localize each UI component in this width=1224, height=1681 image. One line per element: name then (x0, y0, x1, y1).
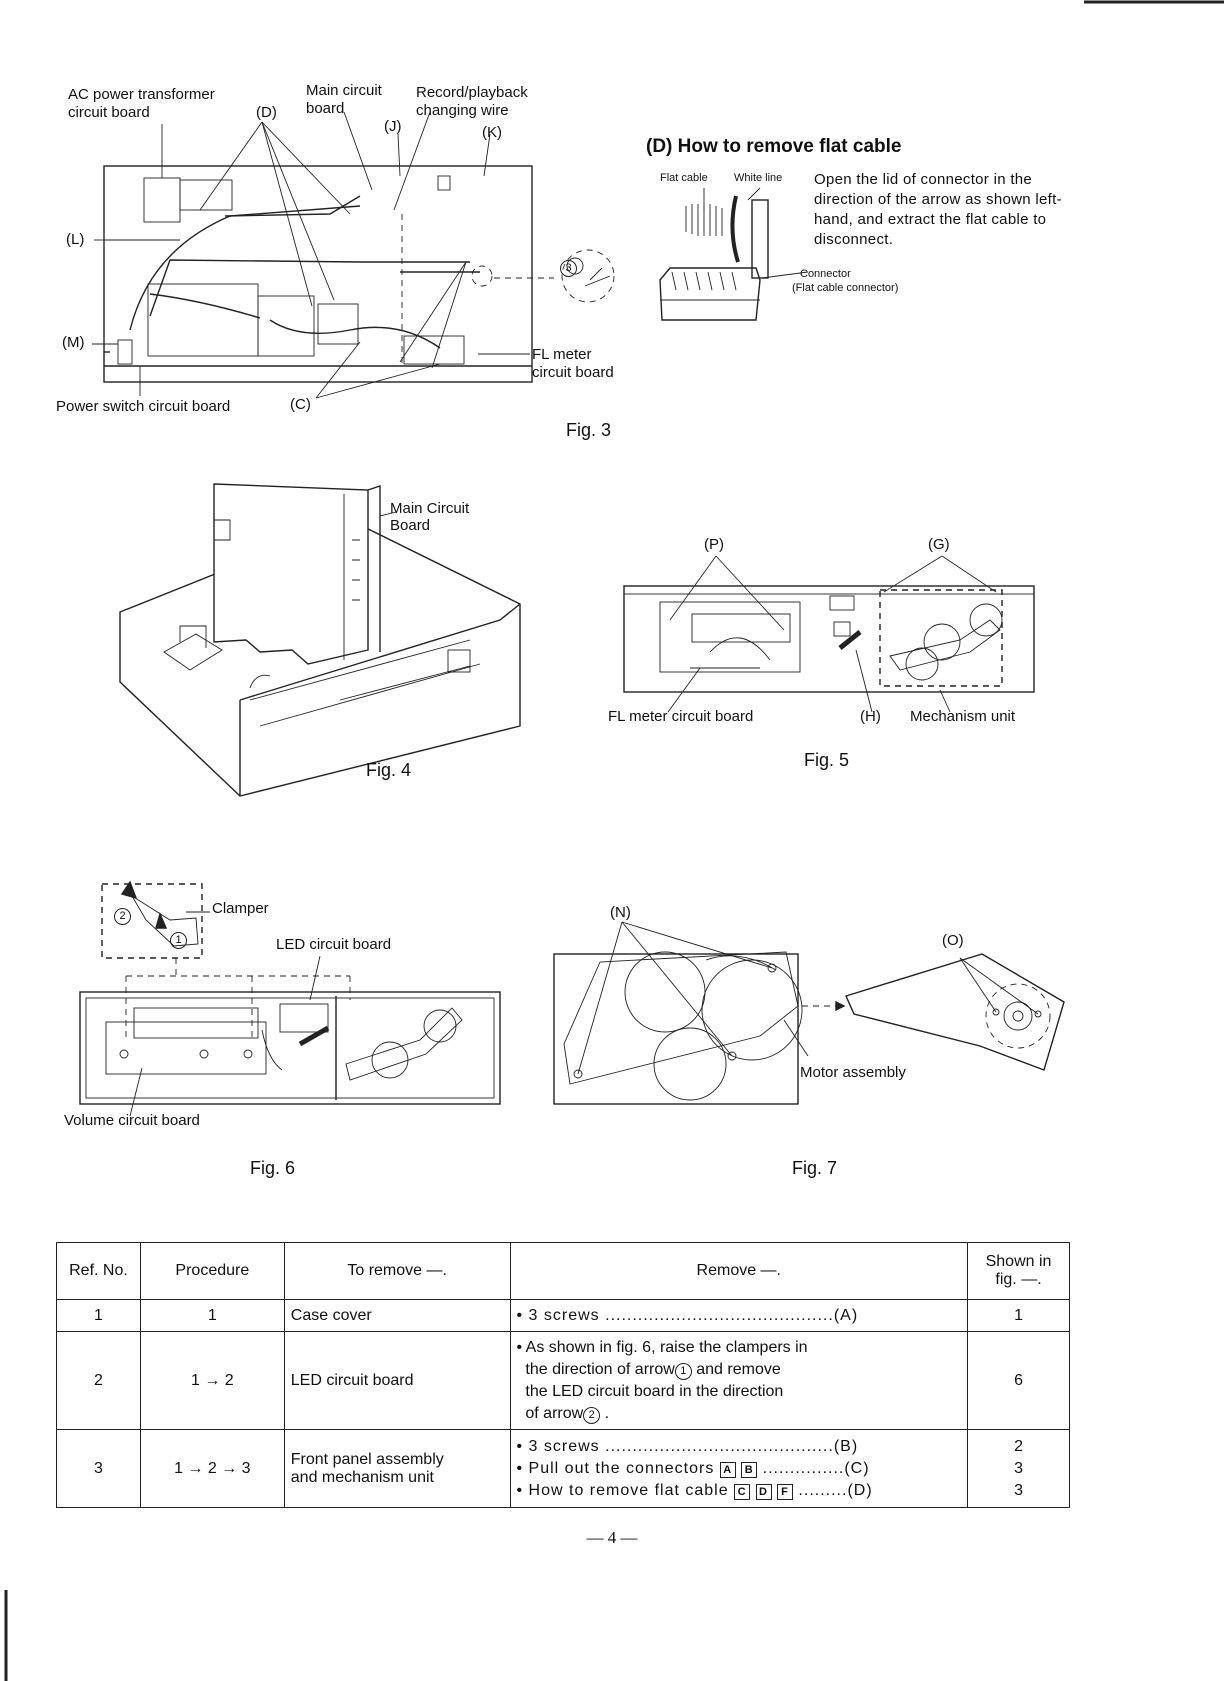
fig3-label-d: (D) (256, 104, 277, 121)
header-remove: Remove —. (509, 1242, 969, 1300)
fig3-caption: Fig. 3 (566, 420, 612, 440)
fig5-label-h: (H) (860, 708, 881, 725)
fig4-unit-drawing (119, 483, 521, 797)
table-row: 2 1 → 2 LED circuit board • As shown in … (56, 1331, 1070, 1430)
row2-remove: • As shown in fig. 6, raise the clampers… (509, 1331, 969, 1430)
row2-ref: 2 (56, 1331, 141, 1430)
fig3-label-ac-transformer: AC power transformer (68, 86, 215, 103)
fig3-label-three: 3 (560, 258, 577, 277)
fig3-label-c: (C) (290, 396, 311, 413)
header-to-remove: To remove —. (283, 1242, 511, 1300)
row1-fig: 1 (967, 1299, 1070, 1332)
fig5-caption: Fig. 5 (804, 750, 850, 770)
fig3-label-record-wire-2: changing wire (416, 102, 509, 119)
fig3-label-record-wire: Record/playback (416, 84, 528, 101)
row1-proc: 1 (139, 1299, 285, 1332)
fig3-label-main-board: Main circuit (306, 82, 382, 99)
fig3-chassis-drawing (92, 111, 615, 399)
header-procedure: Procedure (139, 1242, 285, 1300)
flat-cable-instruction: Open the lid of connector in the directi… (814, 171, 1062, 248)
flat-cable-label: Flat cable (660, 172, 708, 184)
fig3-label-fl-meter: FL meter (532, 346, 592, 363)
fig4-label-main-board-2: Board (390, 517, 431, 534)
fig3-label-power-switch: Power switch circuit board (56, 398, 231, 415)
row3-proc: 1 → 2 → 3 (139, 1429, 285, 1508)
fig5-label-g: (G) (928, 536, 950, 553)
row1-to-remove: Case cover (283, 1299, 511, 1332)
fig7-unit-drawing (553, 921, 1065, 1105)
row2-to-remove: LED circuit board (283, 1331, 511, 1430)
fig4-label-main-board: Main Circuit (390, 500, 470, 517)
row1-ref: 1 (56, 1299, 141, 1332)
fig7-label-o: (O) (942, 932, 964, 949)
fig3-label-l: (L) (66, 231, 85, 248)
fig5-unit-drawing (623, 555, 1035, 713)
flat-cable-connector-drawing (659, 187, 809, 321)
fig6-label-led-board: LED circuit board (276, 936, 392, 953)
fig3-label-j: (J) (384, 118, 402, 135)
fig6-caption: Fig. 6 (250, 1158, 296, 1178)
fig4-caption: Fig. 4 (366, 760, 412, 780)
procedure-table: Ref. No. Procedure To remove —. Remove —… (56, 1242, 1070, 1508)
fig7-caption: Fig. 7 (792, 1158, 838, 1178)
table-header-row: Ref. No. Procedure To remove —. Remove —… (56, 1242, 1070, 1300)
fig5-label-p: (P) (704, 536, 724, 553)
fig6-label-volume-board: Volume circuit board (64, 1112, 200, 1129)
fig5-label-mechanism: Mechanism unit (910, 708, 1016, 725)
fig7-label-n: (N) (610, 904, 631, 921)
fig3-label-ac-transformer-2: circuit board (68, 104, 150, 121)
fig3-label-k: (K) (482, 124, 502, 141)
page-number: — 4 — (586, 1528, 638, 1547)
row3-ref: 3 (56, 1429, 141, 1508)
fig3-label-fl-meter-2: circuit board (532, 364, 614, 381)
row3-remove: • 3 screws .............................… (509, 1429, 969, 1508)
table-row: 1 1 Case cover • 3 screws ..............… (56, 1299, 1070, 1332)
white-line-label: White line (734, 172, 783, 184)
header-ref: Ref. No. (56, 1242, 141, 1300)
row2-fig: 6 (967, 1331, 1070, 1430)
fig6-arrow-one: 1 (170, 930, 187, 949)
fig5-label-fl-meter: FL meter circuit board (608, 708, 754, 725)
row1-remove: • 3 screws .............................… (509, 1299, 969, 1332)
fig3-label-main-board-2: board (306, 100, 345, 117)
fig7-label-motor: Motor assembly (800, 1064, 906, 1081)
row2-proc: 1 → 2 (139, 1331, 285, 1430)
fig6-unit-drawing (79, 880, 501, 1117)
flat-cable-title: (D) How to remove flat cable (646, 136, 902, 157)
fig6-arrow-two: 2 (114, 906, 131, 925)
fig3-label-m: (M) (62, 334, 85, 351)
connector-label: Connector (800, 268, 851, 280)
connector-label-2: (Flat cable connector) (792, 282, 899, 294)
fig6-label-clamper: Clamper (212, 900, 269, 917)
